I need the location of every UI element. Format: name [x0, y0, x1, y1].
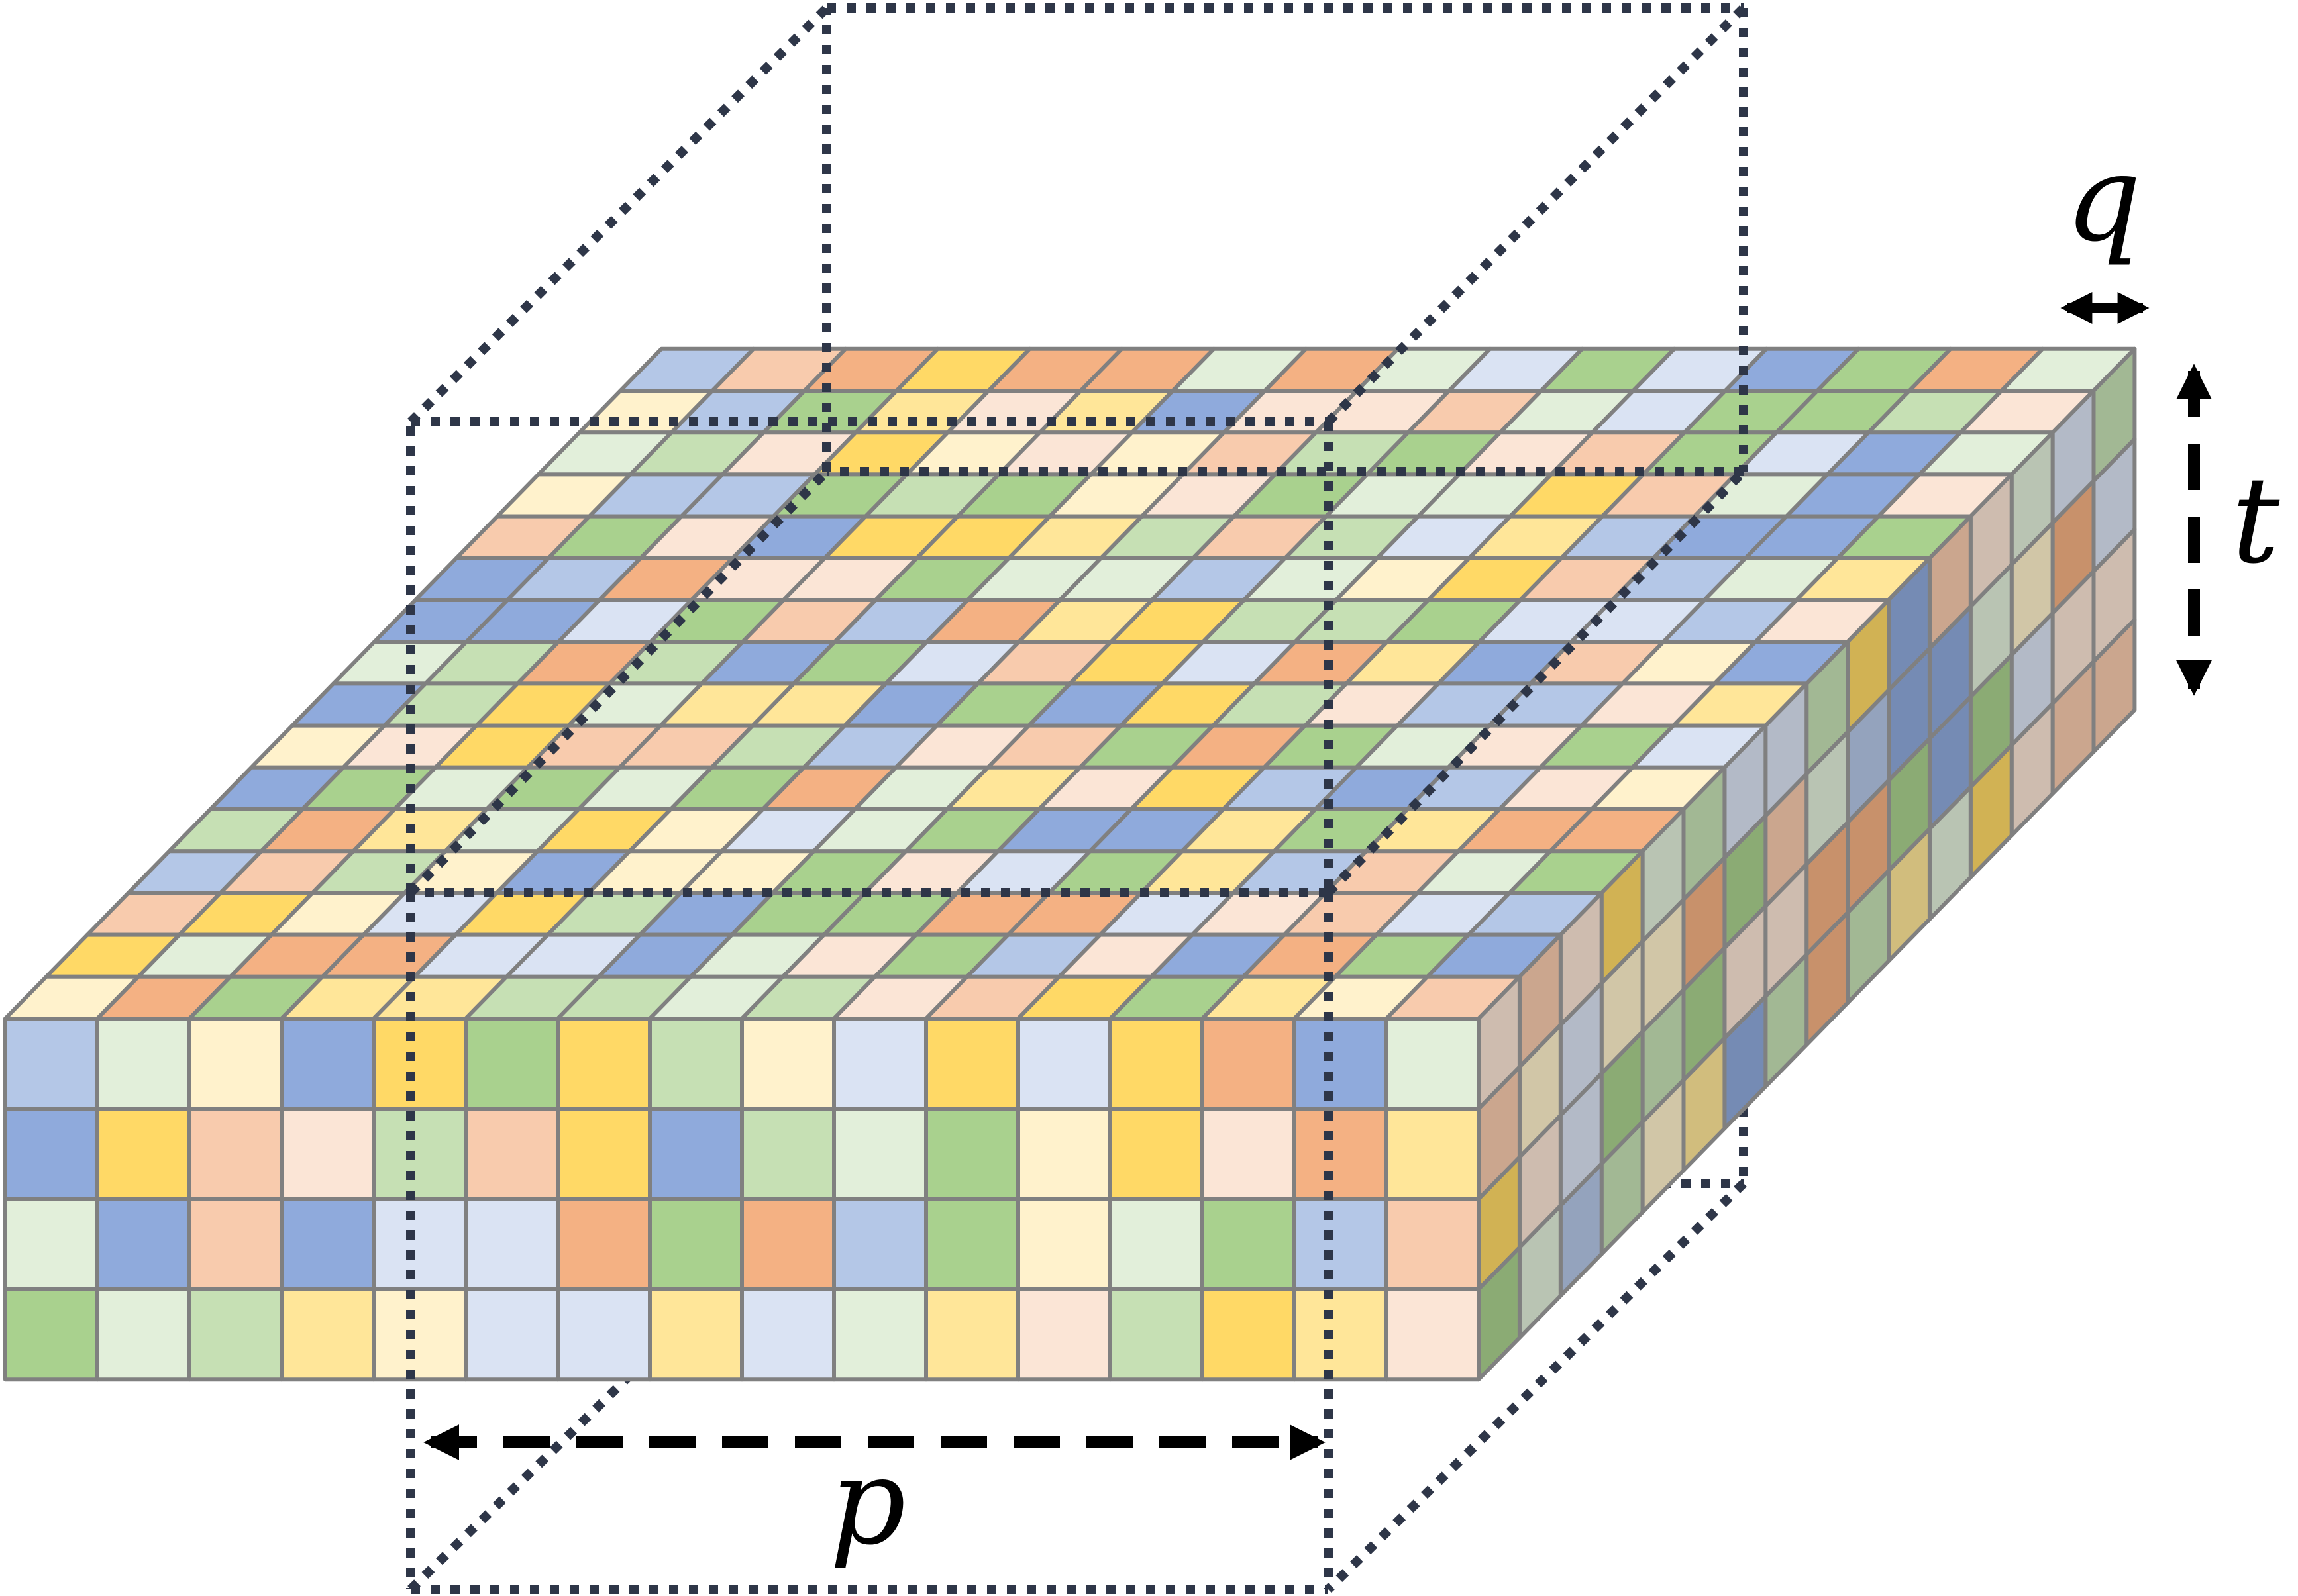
front-cell: [832, 1287, 928, 1382]
front-cell: [280, 1017, 376, 1111]
front-cell: [3, 1197, 99, 1291]
front-cell: [1200, 1017, 1296, 1111]
front-cell: [187, 1017, 284, 1111]
front-cell: [740, 1197, 836, 1291]
front-cell: [187, 1107, 284, 1201]
front-cell: [924, 1287, 1020, 1382]
dotted-box-front: [406, 3, 1748, 1594]
front-cell: [3, 1017, 99, 1111]
dotted-edge: [1325, 1179, 1747, 1593]
front-cell: [924, 1107, 1020, 1201]
front-cell: [924, 1197, 1020, 1291]
front-cell: [556, 1107, 652, 1201]
label-p: p: [829, 1433, 906, 1571]
front-cell: [1292, 1017, 1388, 1111]
front-cell: [740, 1287, 836, 1382]
front-cell: [95, 1287, 191, 1382]
front-cell: [1016, 1287, 1112, 1382]
front-cell: [1108, 1197, 1204, 1291]
tensor-cells: [3, 346, 2137, 1382]
front-cell: [280, 1107, 376, 1201]
front-cell: [464, 1287, 560, 1382]
front-cell: [187, 1287, 284, 1382]
front-cell: [1200, 1107, 1296, 1201]
front-cell: [1292, 1197, 1388, 1291]
front-cell: [187, 1197, 284, 1291]
front-cell: [1384, 1017, 1481, 1111]
front-cell: [1384, 1287, 1481, 1382]
front-cell: [1200, 1287, 1296, 1382]
front-cell: [95, 1107, 191, 1201]
front-cell: [1384, 1197, 1481, 1291]
front-cell: [1292, 1107, 1388, 1201]
front-cell: [1200, 1197, 1296, 1291]
front-cell: [924, 1017, 1020, 1111]
front-cell: [648, 1107, 744, 1201]
front-cell: [1384, 1107, 1481, 1201]
front-cell: [372, 1017, 468, 1111]
front-cell: [832, 1017, 928, 1111]
front-cell: [372, 1287, 468, 1382]
label-q: q: [2065, 130, 2141, 268]
front-cell: [464, 1197, 560, 1291]
front-cell: [1016, 1017, 1112, 1111]
label-t: t: [2232, 452, 2280, 590]
front-cell: [740, 1017, 836, 1111]
front-cell: [95, 1197, 191, 1291]
front-cell: [832, 1107, 928, 1201]
front-cell: [556, 1287, 652, 1382]
front-cell: [1108, 1017, 1204, 1111]
front-cell: [464, 1107, 560, 1201]
front-cell: [648, 1197, 744, 1291]
front-cell: [1108, 1287, 1204, 1382]
front-cell: [556, 1197, 652, 1291]
front-cell: [1016, 1197, 1112, 1291]
front-cell: [3, 1107, 99, 1201]
front-cell: [648, 1017, 744, 1111]
front-cell: [832, 1197, 928, 1291]
dimension-arrows: [423, 292, 2212, 1460]
front-cell: [372, 1197, 468, 1291]
front-cell: [280, 1287, 376, 1382]
front-cell: [3, 1287, 99, 1382]
front-cell: [648, 1287, 744, 1382]
front-cell: [464, 1017, 560, 1111]
front-cell: [1292, 1287, 1388, 1382]
front-cell: [280, 1197, 376, 1291]
front-cell: [740, 1107, 836, 1201]
front-cell: [372, 1107, 468, 1201]
front-cell: [1108, 1107, 1204, 1201]
front-cell: [556, 1017, 652, 1111]
front-cell: [95, 1017, 191, 1111]
front-cell: [1016, 1107, 1112, 1201]
